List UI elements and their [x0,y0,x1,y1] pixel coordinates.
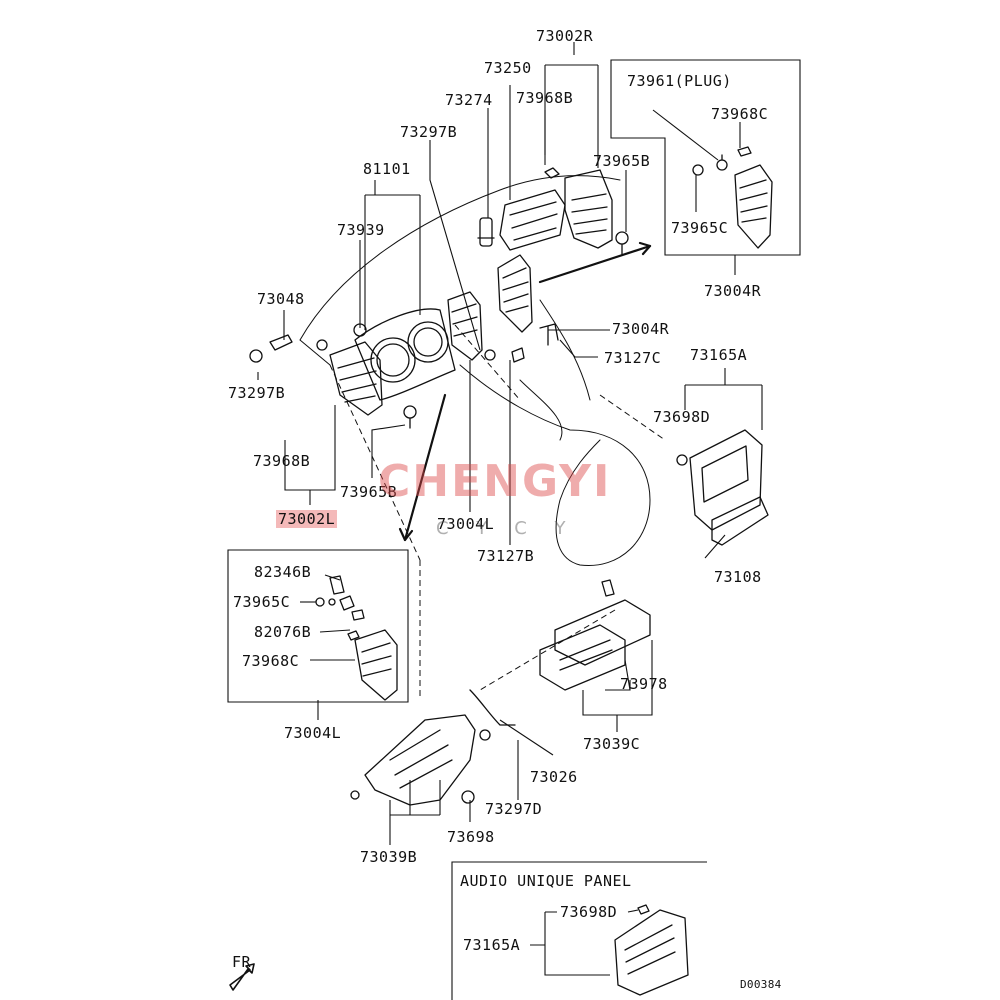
callout-73039B: 73039B [360,848,418,866]
meter-hood-81101 [354,308,456,401]
callout-73968C-left: 73968C [242,652,300,670]
callout-73165A-audio: 73165A [463,936,521,954]
dashed-guides [329,324,666,700]
callout-82346B: 82346B [254,563,312,581]
callout-73004L-mid: 73004L [437,515,495,533]
callout-73968B-left: 73968B [253,452,311,470]
duct-73039C [539,579,651,691]
bracket-73127C [539,323,559,346]
callout-81101: 81101 [363,160,411,178]
vent-73968B-left [329,341,383,416]
box-73004R-parts [692,146,773,249]
callout-73002R: 73002R [536,27,594,45]
callout-73297B-left: 73297B [228,384,286,402]
callout-73698D-right: 73698D [653,408,711,426]
callout-73968B-top: 73968B [516,89,574,107]
audio-panel-73165A [614,904,689,996]
callout-73165A-right: 73165A [690,346,748,364]
callout-73004R-box: 73004R [704,282,762,300]
callout-73961-plug: 73961(PLUG) [627,72,732,90]
front-label: FR [232,953,252,971]
callout-73048: 73048 [257,290,305,308]
callout-73965C-left: 73965C [233,593,291,611]
callout-73127B: 73127B [477,547,535,565]
audio-unique-panel-title: AUDIO UNIQUE PANEL [460,872,632,890]
leader-lines [227,42,801,1000]
callout-73968C-right: 73968C [711,105,769,123]
callout-73026: 73026 [530,768,578,786]
callout-73274: 73274 [445,91,493,109]
callout-73698: 73698 [447,828,495,846]
callout-73965C-right: 73965C [671,219,729,237]
callout-73127C: 73127C [604,349,662,367]
clip-73274 [477,217,495,247]
callout-73978: 73978 [620,675,668,693]
callout-73965B-top: 73965B [593,152,651,170]
clips-left [249,323,525,429]
callout-73965B-mid: 73965B [340,483,398,501]
watermark-sub: CYCY [436,518,594,539]
callout-73002L: 73002L [276,510,338,528]
vent-73004R [497,254,533,333]
callout-73108: 73108 [714,568,762,586]
callout-73004R-mid: 73004R [612,320,670,338]
watermark-main: CHENGYI [378,456,612,507]
diagram-code: D00384 [740,978,782,991]
arrow-to-73004R [538,241,652,284]
vent-73002R [544,167,613,249]
arrow-to-73004L [398,393,447,542]
callout-82076B: 82076B [254,623,312,641]
callout-73297D: 73297D [485,800,543,818]
callout-73004L-box: 73004L [284,724,342,742]
box-73004L-parts [315,575,398,701]
front-arrow [229,963,255,991]
callout-73039C: 73039C [583,735,641,753]
vent-73004L-mid [447,291,483,361]
callout-73297B-top: 73297B [400,123,458,141]
switch-73250 [499,189,566,251]
panel-73165A [676,429,769,546]
bracket-73039B [350,689,516,806]
clip-73965B-top [615,231,629,255]
callout-73698D-audio: 73698D [560,903,618,921]
callout-73939: 73939 [337,221,385,239]
callout-73250: 73250 [484,59,532,77]
